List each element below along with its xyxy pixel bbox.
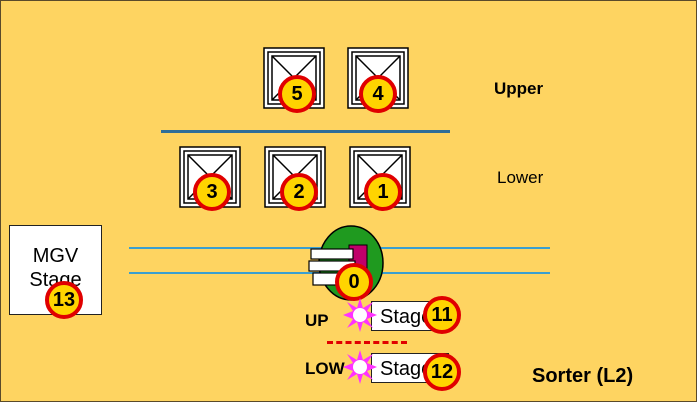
badge-13: 13 — [45, 281, 83, 319]
shelf-divider — [161, 130, 450, 133]
badge-1: 1 — [364, 173, 402, 211]
badge-0: 0 — [335, 263, 373, 301]
lower-label: Lower — [497, 168, 544, 187]
up-starburst-icon — [343, 298, 377, 332]
sorter-title: Sorter (L2) — [532, 365, 634, 387]
badge-12: 12 — [423, 353, 461, 391]
up-stage-label: Stage — [380, 306, 433, 328]
mgv-label-line1: MGV — [32, 245, 79, 267]
low-starburst-icon — [343, 350, 377, 384]
low-stage-label: Stage — [380, 358, 433, 380]
badge-11: 11 — [423, 296, 461, 334]
upper-label: Upper — [494, 79, 544, 98]
badge-3: 3 — [193, 173, 231, 211]
up-label: UP — [305, 311, 329, 330]
badge-5: 5 — [278, 75, 316, 113]
badge-4: 4 — [359, 75, 397, 113]
badge-2: 2 — [280, 173, 318, 211]
low-label: LOW — [305, 359, 345, 378]
stage-divider — [327, 341, 407, 344]
